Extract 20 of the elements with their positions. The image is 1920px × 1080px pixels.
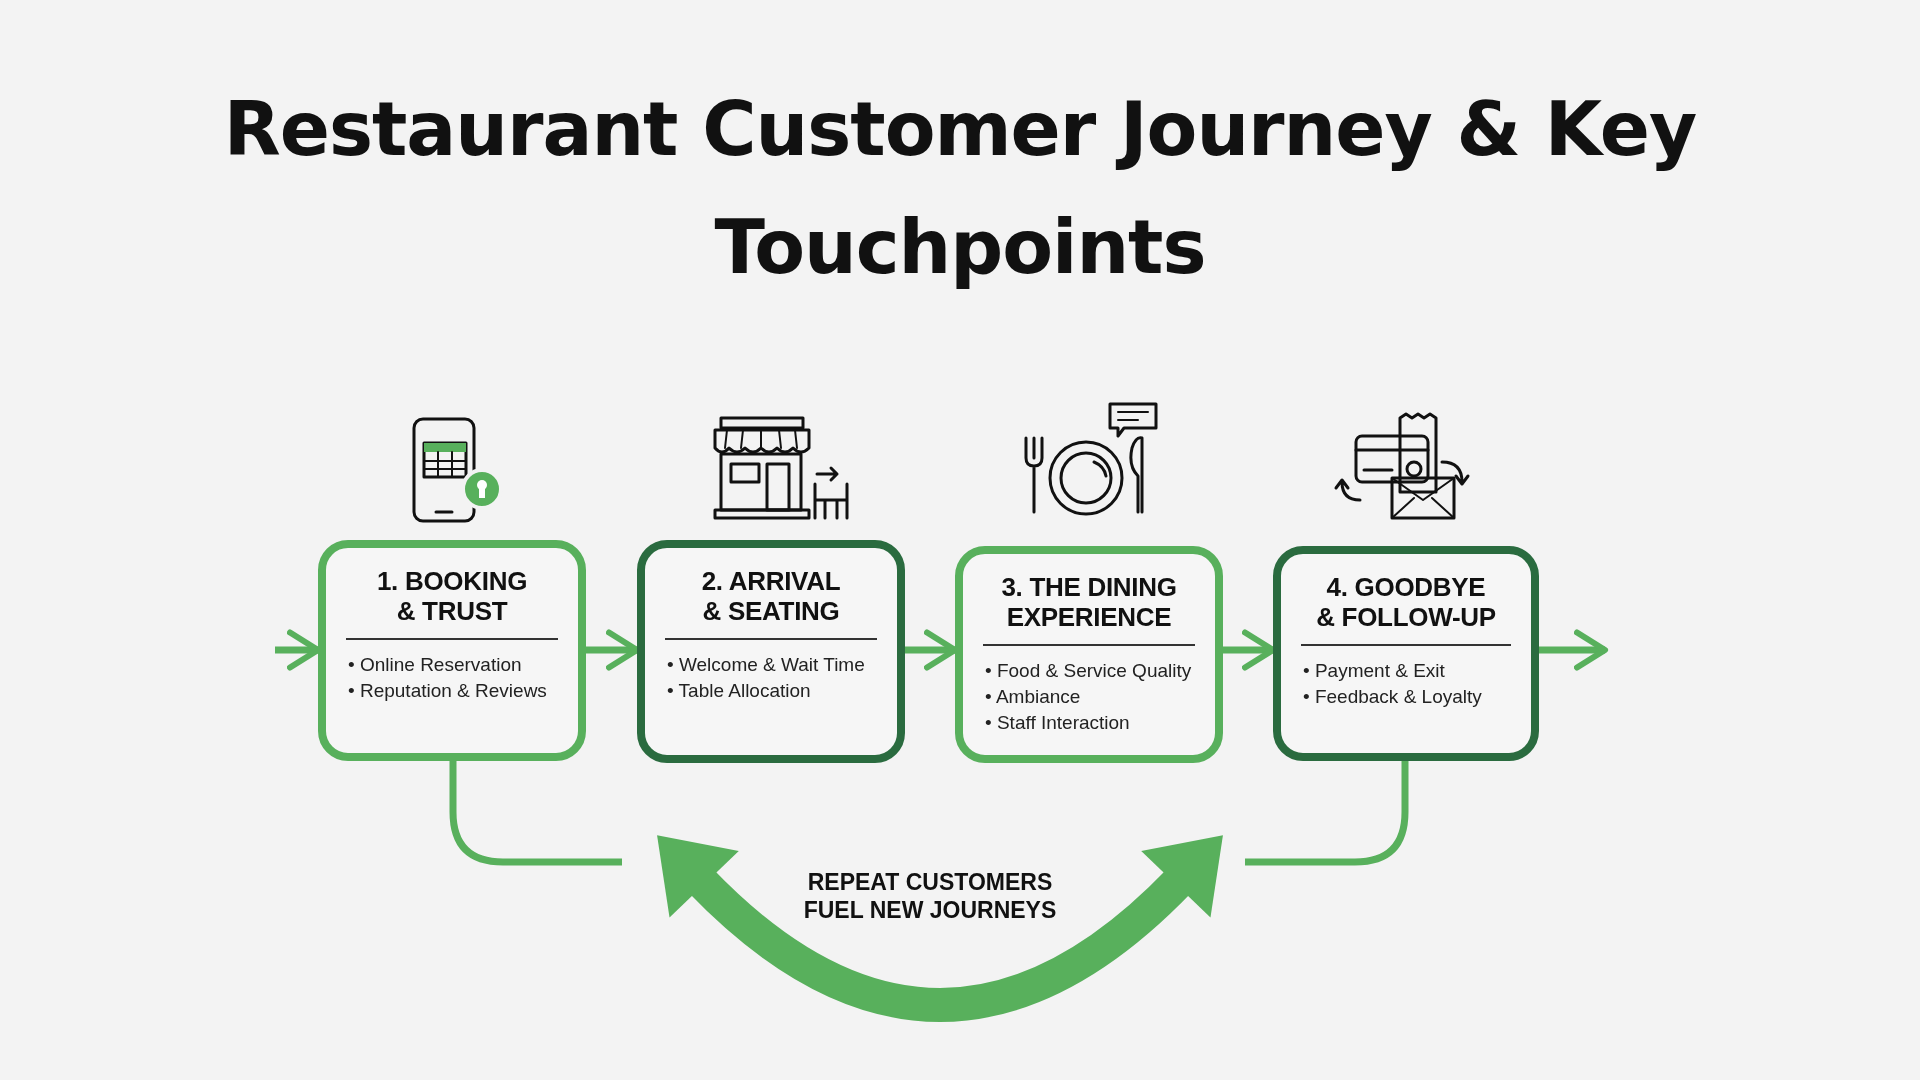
stage-box: [637, 540, 905, 763]
bullet-item: • Ambiance: [985, 685, 1082, 709]
bullet-item: • Table Allocation: [667, 679, 812, 703]
bullet-item: • Feedback & Loyalty: [1303, 685, 1483, 709]
stage-box: [318, 540, 586, 761]
stage-box: [1273, 546, 1539, 761]
stage-heading: 4. GOODBYE & FOLLOW-UP: [1301, 572, 1511, 646]
stage-heading: 3. THE DINING EXPERIENCE: [983, 572, 1195, 646]
connector-arrow: [1539, 629, 1609, 671]
stage-heading: 2. ARRIVAL & SEATING: [665, 566, 877, 640]
stage-heading: 1. BOOKING & TRUST: [346, 566, 558, 640]
title: Restaurant Customer Journey & Key Touchpoints: [222, 85, 1698, 292]
bullet-item: • Reputation & Reviews: [348, 679, 548, 703]
bullet-item: • Online Reservation: [348, 653, 523, 677]
bullet-item: • Staff Interaction: [985, 711, 1131, 735]
bullet-item: • Food & Service Quality: [985, 659, 1193, 683]
bullet-item: • Welcome & Wait Time: [667, 653, 866, 677]
cycle-label: REPEAT CUSTOMERS FUEL NEW JOURNEYS: [802, 868, 1058, 924]
bullet-item: • Payment & Exit: [1303, 659, 1446, 683]
stage-box: [955, 546, 1223, 763]
